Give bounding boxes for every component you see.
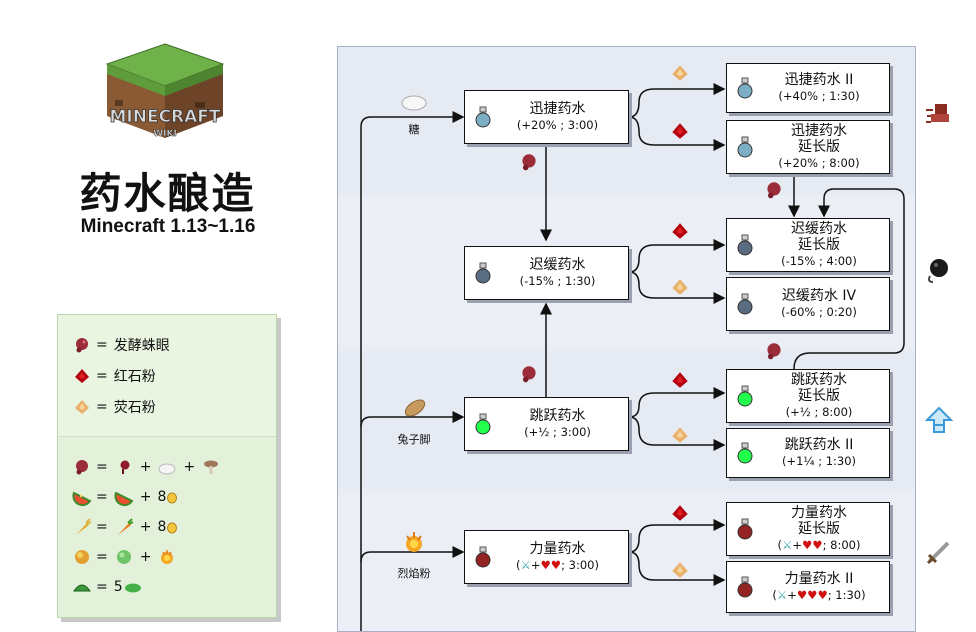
melon-slice-icon <box>114 491 134 507</box>
swiftness-potion-icon <box>737 77 753 99</box>
potion-swiftness: 迅捷药水(+20% ; 3:00) <box>464 90 629 144</box>
sword-icon: ⚔ <box>776 588 788 602</box>
glowstone-icon <box>672 562 688 578</box>
blaze-powder-label: 烈焰粉 <box>397 567 431 580</box>
magma-cream-icon <box>75 550 89 564</box>
slimeball-icon <box>116 550 131 564</box>
hearts-icon: ♥♥ <box>801 538 823 552</box>
legend-recipe-magma-cream: = + <box>72 545 177 569</box>
brewing-diagram: 糖 兔子脚 烈焰粉 迅捷药水(+20% ; 3:00) 迟缓药水(-15% ; … <box>337 46 916 632</box>
legend-recipe-golden-carrot: = + 8 <box>72 515 178 539</box>
potion-leaping-2: 跳跃药水 II(+1¼ ; 1:30) <box>726 428 890 478</box>
sword-icon: ⚔ <box>520 558 531 572</box>
blaze-powder-icon <box>161 550 174 564</box>
swiftness-potion-icon <box>475 106 491 128</box>
fermented-spider-eye-icon <box>522 366 536 383</box>
legend-recipe-glistering-melon: = + 8 <box>72 485 178 509</box>
leaping-potion-icon <box>475 413 491 435</box>
rabbit-foot-label: 兔子脚 <box>397 433 431 446</box>
redstone-icon <box>672 372 688 388</box>
glowstone-icon <box>75 400 89 414</box>
slowness-potion-icon <box>737 293 753 315</box>
sugar-icon <box>401 95 427 111</box>
legend-label-fermented: 发酵蛛眼 <box>113 338 170 354</box>
legend-recipe-turtle-shell: = 5 <box>72 575 143 599</box>
blaze-powder-icon <box>406 532 422 552</box>
potion-slowness: 迟缓药水(-15% ; 1:30) <box>464 246 629 300</box>
swiftness-potion-icon <box>737 136 753 158</box>
hearts-icon: ♥♥♥ <box>796 588 828 602</box>
turtle-shell-icon <box>73 584 91 592</box>
sugar-icon <box>158 463 176 475</box>
hearts-icon: ♥♥ <box>540 558 562 572</box>
fermented-spider-eye-icon <box>76 338 88 353</box>
svg-text:WIKI: WIKI <box>153 129 177 139</box>
potion-slowness-extended: 迟缓药水延长版(-15% ; 4:00) <box>726 218 890 272</box>
potion-swiftness-2: 迅捷药水 II(+40% ; 1:30) <box>726 63 890 113</box>
legend-label-glowstone: 荧石粉 <box>113 400 156 416</box>
legend-label-redstone: 红石粉 <box>113 369 156 385</box>
legend-row-redstone: = 红石粉 <box>72 364 156 388</box>
golden-carrot-icon <box>76 518 92 535</box>
fermented-spider-eye-icon <box>767 343 781 360</box>
potion-swiftness-extended: 迅捷药水延长版(+20% ; 8:00) <box>726 120 890 174</box>
legend-recipe-fermented: = + + <box>72 455 221 479</box>
strength-potion-icon <box>737 518 753 540</box>
potion-leaping: 跳跃药水(+½ ; 3:00) <box>464 397 629 451</box>
potion-strength: 力量药水 (⚔+♥♥; 3:00) <box>464 530 629 584</box>
speed-effect-icon <box>926 104 949 123</box>
fermented-spider-eye-icon <box>522 154 536 171</box>
minecraft-wiki-logo: MINECRAFT WIKI <box>95 42 235 142</box>
redstone-icon <box>672 223 688 239</box>
scute-icon <box>124 583 141 593</box>
connection-lines <box>360 83 905 631</box>
leaping-potion-icon <box>737 385 753 407</box>
fermented-spider-eye-icon <box>767 182 781 199</box>
potion-leaping-extended: 跳跃药水延长版(+½ ; 8:00) <box>726 369 890 423</box>
sugar-label: 糖 <box>408 123 420 136</box>
svg-text:MINECRAFT: MINECRAFT <box>109 107 220 127</box>
brown-mushroom-icon <box>204 460 219 474</box>
redstone-icon <box>672 123 688 139</box>
carrot-icon <box>117 518 134 535</box>
potion-strength-extended: 力量药水延长版 (⚔+♥♥; 8:00) <box>726 502 890 556</box>
legend-row-fermented: = 发酵蛛眼 <box>72 333 170 357</box>
fermented-spider-eye-icon <box>76 460 88 475</box>
sword-icon: ⚔ <box>782 538 793 552</box>
spider-eye-icon <box>120 460 130 474</box>
strength-potion-icon <box>475 546 491 568</box>
redstone-icon <box>75 369 89 383</box>
legend-panel: = 发酵蛛眼 = 红石粉 = 荧石粉 = + + = + 8 = + 8 = <box>57 314 277 618</box>
potion-strength-2: 力量药水 II (⚔+♥♥♥; 1:30) <box>726 561 890 613</box>
gold-nugget-icon <box>167 522 178 534</box>
strength-potion-icon <box>737 576 753 598</box>
slowness-potion-icon <box>475 262 491 284</box>
page-subtitle: Minecraft 1.13~1.16 <box>80 216 256 237</box>
page-title: 药水酿造 <box>79 169 256 218</box>
legend-divider <box>58 436 276 437</box>
glowstone-icon <box>672 427 688 443</box>
gold-nugget-icon <box>167 492 178 504</box>
legend-row-glowstone: = 荧石粉 <box>72 395 156 419</box>
slowness-potion-icon <box>737 234 753 256</box>
jump-boost-effect-icon <box>925 406 953 433</box>
strength-effect-icon <box>926 541 950 565</box>
slowness-effect-icon <box>928 259 948 283</box>
redstone-icon <box>672 505 688 521</box>
glowstone-icon <box>672 279 688 295</box>
glowstone-icon <box>672 65 688 81</box>
glistering-melon-icon <box>72 491 92 507</box>
rabbit-foot-icon <box>404 399 426 417</box>
leaping-potion-icon <box>737 442 753 464</box>
potion-slowness-4: 迟缓药水 IV(-60% ; 0:20) <box>726 277 890 331</box>
